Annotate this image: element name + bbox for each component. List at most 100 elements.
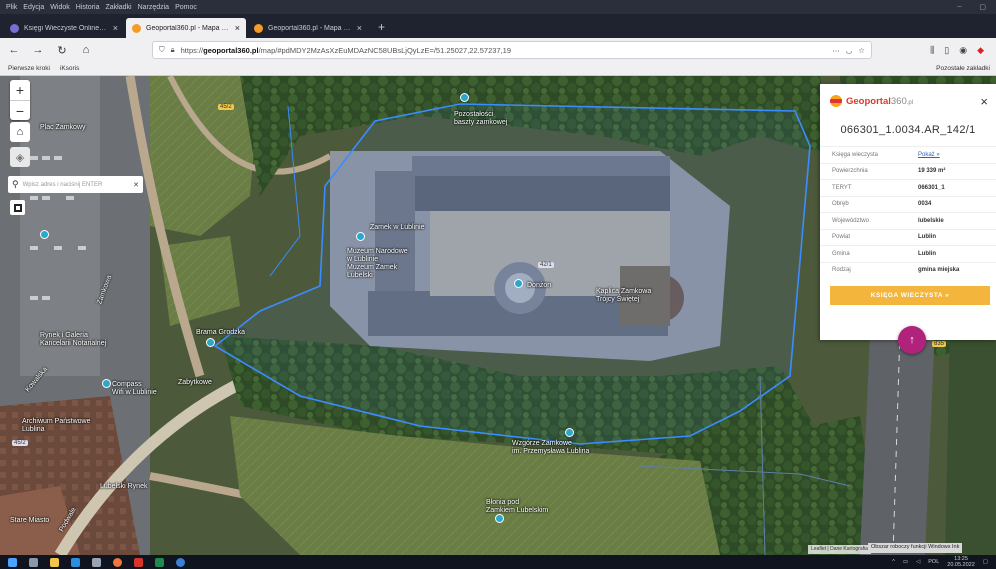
map-label[interactable]: Stare Miasto [10,517,50,524]
acrobat-icon[interactable] [134,557,143,567]
account-icon[interactable]: ◉ [959,44,968,55]
address-bar[interactable]: ⛉ 🔒︎ https://geoportal360.pl/map/#pdMDY2… [152,41,872,59]
menu-bookmarks[interactable]: Zakładki [105,3,132,11]
map-label[interactable]: Archiwum Państwowe Lublina [22,418,91,433]
map-label[interactable]: Rynek i Galeria Kancelarii Notarialnej [40,332,107,347]
library-icon[interactable]: ⫼ [930,44,935,55]
close-tab-icon[interactable]: × [234,23,240,33]
bookmark-item[interactable]: Pierwsze kroki [8,65,50,72]
maximize-icon[interactable]: ▢ [979,4,986,11]
forward-icon[interactable]: → [32,44,44,56]
parcel-info-panel: Geoportal360.pl × 066301_1.0034.AR_142/1… [820,84,996,340]
other-bookmarks[interactable]: Pozostałe zakładki [936,65,990,72]
menu-edit[interactable]: Edycja [23,3,45,11]
shield-icon[interactable]: ⛉ [159,45,165,54]
map-label[interactable]: Kaplica Zamkowa Trójcy Świętej [596,288,652,303]
layers-button[interactable]: ◈ [10,147,30,167]
poi-pin-icon[interactable] [356,232,365,241]
pocket-icon[interactable]: ◡ [845,45,853,55]
zoom-out-button[interactable]: − [10,100,30,120]
close-tab-icon[interactable]: × [112,23,118,33]
extension-icon[interactable]: ◆ [977,44,984,55]
volume-icon[interactable]: ◁ [916,559,921,565]
bookmark-item[interactable]: iKsoris [59,65,80,72]
map-label[interactable]: Pozostałości baszty zamkowej [454,111,508,126]
map-label[interactable]: Wzgórze Zamkowe im. Przemysława Lublina [512,440,590,455]
menu-file[interactable]: Plik [6,3,18,11]
edge-icon[interactable] [71,557,80,567]
store-icon[interactable] [92,557,101,567]
notifications-icon[interactable]: ▢ [982,559,988,565]
task-view-icon[interactable] [29,557,38,567]
sidebar-icon[interactable]: ▯ [944,44,950,55]
page-actions-icon[interactable]: ⋯ [832,45,840,55]
poi-pin-icon[interactable] [206,338,215,347]
tab-favicon-icon [254,23,263,33]
tab-geoportal-active[interactable]: Geoportal360.pl - Mapa Interakt × [126,18,246,38]
language-indicator[interactable]: POL [928,559,940,565]
poi-pin-icon[interactable] [565,428,574,437]
poi-pin-icon[interactable] [495,514,504,523]
map-label[interactable]: Donżon [527,282,552,289]
lock-icon[interactable]: 🔒︎ [170,45,175,54]
poi-pin-icon[interactable] [514,279,523,288]
tab-geoportal-2[interactable]: Geoportal360.pl - Mapa interakt × [248,18,368,38]
menu-help[interactable]: Pomoc [175,3,197,11]
bookmark-star-icon[interactable]: ☆ [858,45,865,55]
network-icon[interactable]: ▭ [902,559,909,565]
bookmarks-bar: Pierwsze kroki iKsoris Pozostałe zakładk… [0,62,996,76]
excel-icon[interactable] [155,557,164,567]
map-attribution[interactable]: Leaflet | Dane Kartografia [808,545,871,554]
map-label[interactable]: Lubelski Rynek [100,483,148,490]
measure-tool-button[interactable] [10,200,25,215]
square-icon [13,203,22,212]
close-tab-icon[interactable]: × [356,23,362,33]
map-label[interactable]: Brama Grodzka [196,329,246,336]
layers-icon: ◈ [15,151,25,164]
firefox-icon[interactable] [113,557,122,567]
map-label[interactable]: Compass Wifi w Lublinie [112,381,157,396]
land-register-button[interactable]: KSIĘGA WIECZYSTA » [830,286,990,305]
map-search-box[interactable]: ⚲ Wpisz adres i naciśnij ENTER ✕ [8,176,143,193]
map-label[interactable]: Muzeum Narodowe w Lublinie Muzeum Zamek … [347,248,408,279]
windows-ink-tooltip: Obszar roboczy funkcji Windows Ink [868,543,963,553]
home-view-button[interactable]: ⌂ [10,122,30,142]
minimize-icon[interactable]: – [957,3,962,10]
geoportal-logo-icon [830,95,842,107]
menu-history[interactable]: Historia [75,3,100,11]
reload-icon[interactable]: ↻ [57,44,67,57]
menu-tools[interactable]: Narzędzia [137,3,170,11]
brand-logo: Geoportal360.pl [846,95,914,107]
tab-ksiegi[interactable]: Księgi Wieczyste Online - Ogólr × [4,18,124,38]
home-icon[interactable]: ⌂ [82,44,90,56]
search-input[interactable]: Wpisz adres i naciśnij ENTER [22,181,103,188]
file-explorer-icon[interactable] [50,557,59,567]
poi-pin-icon[interactable] [102,379,111,388]
app-icon[interactable] [176,557,185,567]
map-label[interactable]: Błonia pod Zamkiem Lubelskim [486,499,549,514]
back-icon[interactable]: ← [8,44,20,56]
clear-search-icon[interactable]: ✕ [133,181,139,189]
zoom-in-button[interactable]: + [15,82,25,98]
new-tab-icon[interactable]: + [378,20,386,34]
show-land-register-link[interactable]: Pokaż » [918,151,940,158]
zoom-control: + − [10,80,30,120]
chevron-up-icon[interactable]: ^ [892,559,895,565]
close-panel-button[interactable]: × [980,93,988,109]
poi-pin-icon[interactable] [40,230,49,239]
map-label[interactable]: Plac Zamkowy [40,124,86,131]
scroll-up-button[interactable]: ↑ [898,326,926,354]
tab-bar: Księgi Wieczyste Online - Ogólr × Geopor… [0,14,996,38]
map-label[interactable]: Zabytkowe [178,379,212,386]
parcel-boundary [213,103,811,445]
map-label[interactable]: Zamek w Lublinie [370,224,425,231]
poi-pin-icon[interactable] [460,93,469,102]
menu-view[interactable]: Widok [50,3,70,11]
windows-start-icon[interactable] [8,557,17,567]
